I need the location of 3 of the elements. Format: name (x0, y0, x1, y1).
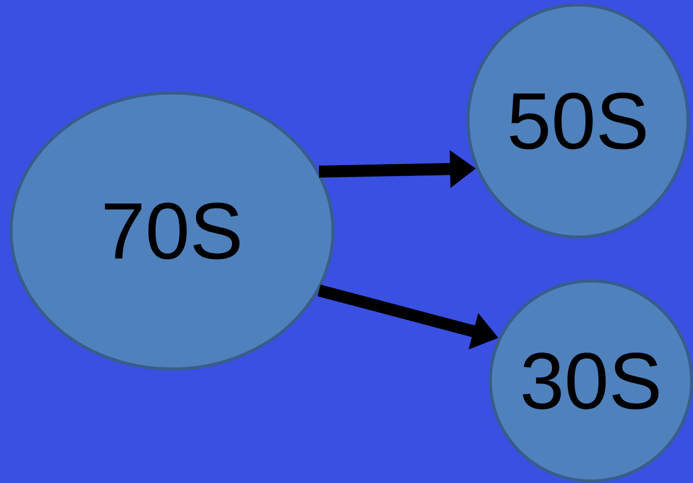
ellipse-node: 50S (466, 4, 690, 238)
ellipse-node: 30S (488, 280, 693, 482)
ellipse-node: 70S (10, 92, 334, 370)
